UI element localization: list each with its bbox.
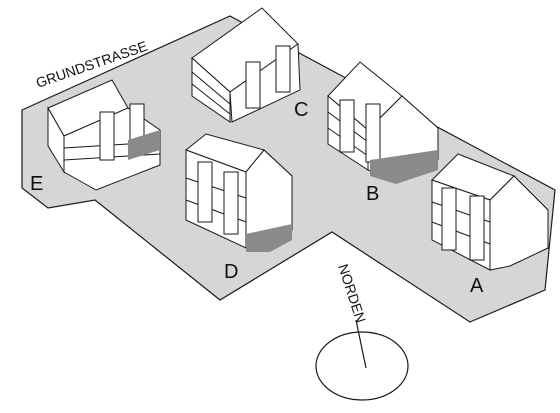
compass-circle (315, 331, 409, 401)
building-a (431, 153, 549, 271)
building-label-d: D (224, 261, 238, 283)
north-compass: NORDEN (315, 262, 409, 401)
compass-needle (355, 319, 367, 369)
building-label-e: E (30, 173, 43, 195)
building-label-a: A (470, 275, 484, 297)
building-c (191, 7, 301, 123)
building-d (184, 133, 293, 252)
site-area (21, 15, 556, 323)
building-b (327, 61, 439, 184)
compass-label: NORDEN (335, 262, 369, 325)
building-label-b: B (366, 183, 379, 205)
building-label-c: C (294, 99, 308, 121)
building-e (47, 79, 161, 191)
